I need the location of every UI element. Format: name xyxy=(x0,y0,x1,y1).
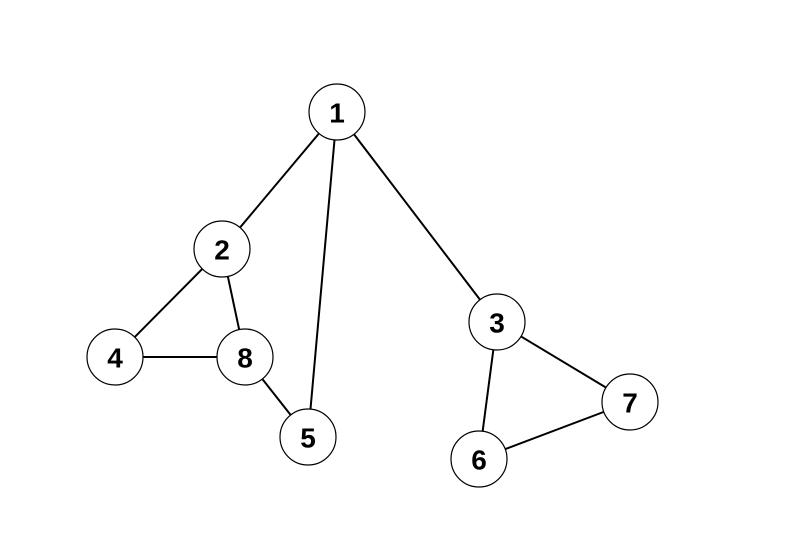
node-1: 1 xyxy=(308,83,366,141)
node-7: 7 xyxy=(601,373,659,431)
node-label: 1 xyxy=(329,98,345,129)
node-circle xyxy=(601,373,659,431)
node-label: 6 xyxy=(471,445,487,476)
nodes-layer: 1 2 3 4 5 6 7 8 xyxy=(86,83,659,488)
edges-layer xyxy=(114,111,631,460)
node-circle xyxy=(468,293,526,351)
node-5: 5 xyxy=(279,408,337,466)
node-3: 3 xyxy=(468,293,526,351)
node-8: 8 xyxy=(216,328,274,386)
edge-1-5 xyxy=(307,111,338,438)
node-circle xyxy=(308,83,366,141)
node-circle xyxy=(216,328,274,386)
node-6: 6 xyxy=(450,430,508,488)
node-label: 5 xyxy=(300,423,316,454)
node-circle xyxy=(450,430,508,488)
edge-1-3 xyxy=(336,111,498,323)
node-label: 3 xyxy=(489,308,505,339)
node-label: 8 xyxy=(237,343,253,374)
node-4: 4 xyxy=(86,328,144,386)
node-circle xyxy=(193,220,251,278)
edge-1-2 xyxy=(221,111,338,250)
node-label: 7 xyxy=(622,388,638,419)
node-2: 2 xyxy=(193,220,251,278)
node-label: 4 xyxy=(107,343,123,374)
node-circle xyxy=(279,408,337,466)
node-circle xyxy=(86,328,144,386)
node-label: 2 xyxy=(214,235,230,266)
